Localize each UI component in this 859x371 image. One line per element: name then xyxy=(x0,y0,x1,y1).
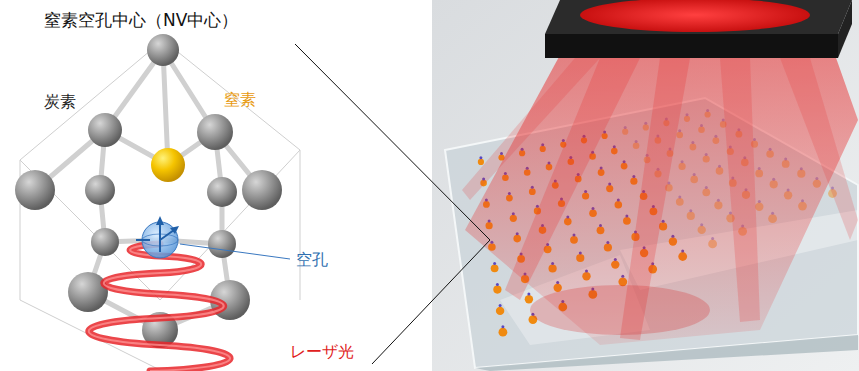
laser-spiral xyxy=(89,244,230,371)
laser-beams xyxy=(462,55,858,345)
spin-dot xyxy=(479,156,482,159)
nv-dot xyxy=(478,159,484,165)
vacancy-spin xyxy=(136,216,179,258)
laser-source-slab xyxy=(545,0,852,58)
vacancy-leader xyxy=(180,244,290,259)
carbon-atoms xyxy=(15,34,282,348)
nv-dot xyxy=(493,286,501,294)
carbon-label: 炭素 xyxy=(44,92,76,111)
zoom-line xyxy=(295,44,490,240)
zoom-line xyxy=(372,240,490,364)
laser-highlight xyxy=(89,244,230,371)
nitrogen-label: 窒素 xyxy=(224,90,256,109)
lattice-frame xyxy=(20,40,300,370)
render-background xyxy=(432,0,859,371)
spin-dot xyxy=(496,283,499,286)
spin-dot xyxy=(501,325,504,328)
bonds xyxy=(35,50,262,330)
nv-dot xyxy=(491,264,499,272)
nv-dot xyxy=(525,295,533,303)
spin-dot xyxy=(493,262,496,265)
nitrogen-atom xyxy=(151,148,185,182)
spin-dot xyxy=(499,304,502,307)
figure-title: 窒素空孔中心（NV中心） xyxy=(44,10,238,30)
vacancy-label: 空孔 xyxy=(296,250,328,269)
laser-label: レーザ光 xyxy=(290,342,354,361)
nv-dot xyxy=(496,307,504,315)
nv-dot xyxy=(499,328,508,337)
spin-dot xyxy=(527,293,530,296)
